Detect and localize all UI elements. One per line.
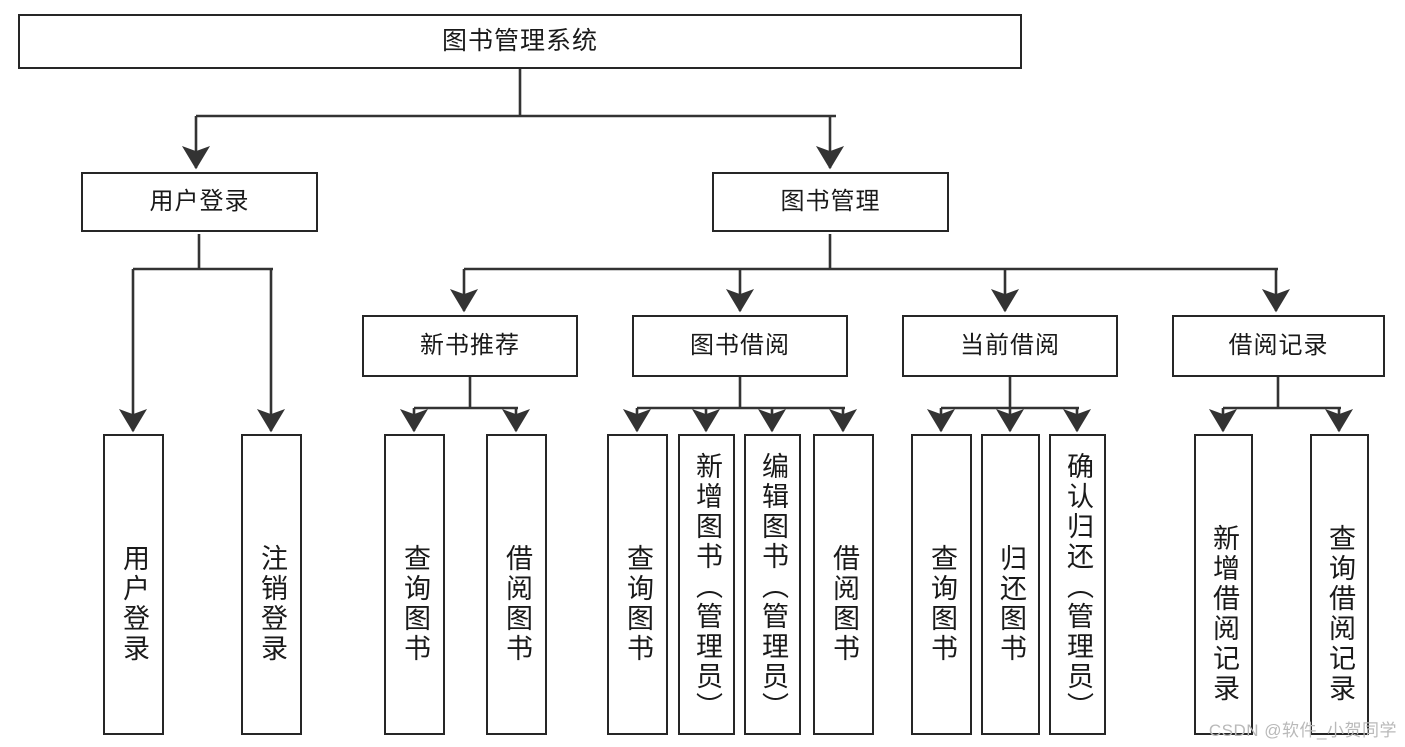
node-leaf-confirm-return[interactable]: 确认归还（管理员） — [1049, 434, 1106, 735]
node-leaf-query-book-2[interactable]: 查询图书 — [607, 434, 668, 735]
node-leaf-add-book-label: 新增图书（管理员） — [692, 452, 722, 722]
node-leaf-logout-login[interactable]: 注销登录 — [241, 434, 302, 735]
node-leaf-borrow-book-1[interactable]: 借阅图书 — [486, 434, 547, 735]
node-leaf-edit-book-label: 编辑图书（管理员） — [758, 452, 788, 722]
node-leaf-user-login[interactable]: 用户登录 — [103, 434, 164, 735]
node-leaf-logout-login-label: 注销登录 — [257, 544, 287, 664]
node-leaf-query-record[interactable]: 查询借阅记录 — [1310, 434, 1369, 735]
node-current-borrow[interactable]: 当前借阅 — [902, 315, 1118, 377]
node-leaf-query-book-2-label: 查询图书 — [623, 544, 653, 664]
node-new-book-recommend-label: 新书推荐 — [420, 331, 520, 359]
node-leaf-return-book-label: 归还图书 — [996, 544, 1026, 664]
node-book-borrow-label: 图书借阅 — [690, 331, 790, 359]
node-leaf-borrow-book-2-label: 借阅图书 — [829, 544, 859, 664]
node-book-manage-label: 图书管理 — [780, 187, 881, 215]
node-leaf-query-book-1-label: 查询图书 — [400, 544, 430, 664]
node-leaf-borrow-book-1-label: 借阅图书 — [502, 544, 532, 664]
node-leaf-query-book-1[interactable]: 查询图书 — [384, 434, 445, 735]
node-leaf-add-record[interactable]: 新增借阅记录 — [1194, 434, 1253, 735]
node-user-login-label: 用户登录 — [149, 187, 250, 215]
node-leaf-confirm-return-label: 确认归还（管理员） — [1063, 452, 1093, 722]
node-leaf-add-record-label: 新增借阅记录 — [1209, 524, 1239, 704]
node-book-borrow[interactable]: 图书借阅 — [632, 315, 848, 377]
node-root[interactable]: 图书管理系统 — [18, 14, 1022, 69]
watermark-text: CSDN @软件_小贺同学 — [1208, 721, 1397, 740]
node-leaf-query-book-3[interactable]: 查询图书 — [911, 434, 972, 735]
node-current-borrow-label: 当前借阅 — [960, 331, 1060, 359]
node-new-book-recommend[interactable]: 新书推荐 — [362, 315, 578, 377]
node-leaf-edit-book[interactable]: 编辑图书（管理员） — [744, 434, 801, 735]
node-user-login[interactable]: 用户登录 — [81, 172, 318, 232]
node-leaf-return-book[interactable]: 归还图书 — [981, 434, 1040, 735]
node-borrow-record-label: 借阅记录 — [1228, 331, 1329, 359]
node-leaf-query-record-label: 查询借阅记录 — [1325, 524, 1355, 704]
node-leaf-borrow-book-2[interactable]: 借阅图书 — [813, 434, 874, 735]
node-leaf-query-book-3-label: 查询图书 — [927, 544, 957, 664]
node-book-manage[interactable]: 图书管理 — [712, 172, 949, 232]
node-root-label: 图书管理系统 — [441, 26, 598, 55]
node-leaf-add-book[interactable]: 新增图书（管理员） — [678, 434, 735, 735]
node-leaf-user-login-label: 用户登录 — [119, 544, 149, 664]
node-borrow-record[interactable]: 借阅记录 — [1172, 315, 1385, 377]
